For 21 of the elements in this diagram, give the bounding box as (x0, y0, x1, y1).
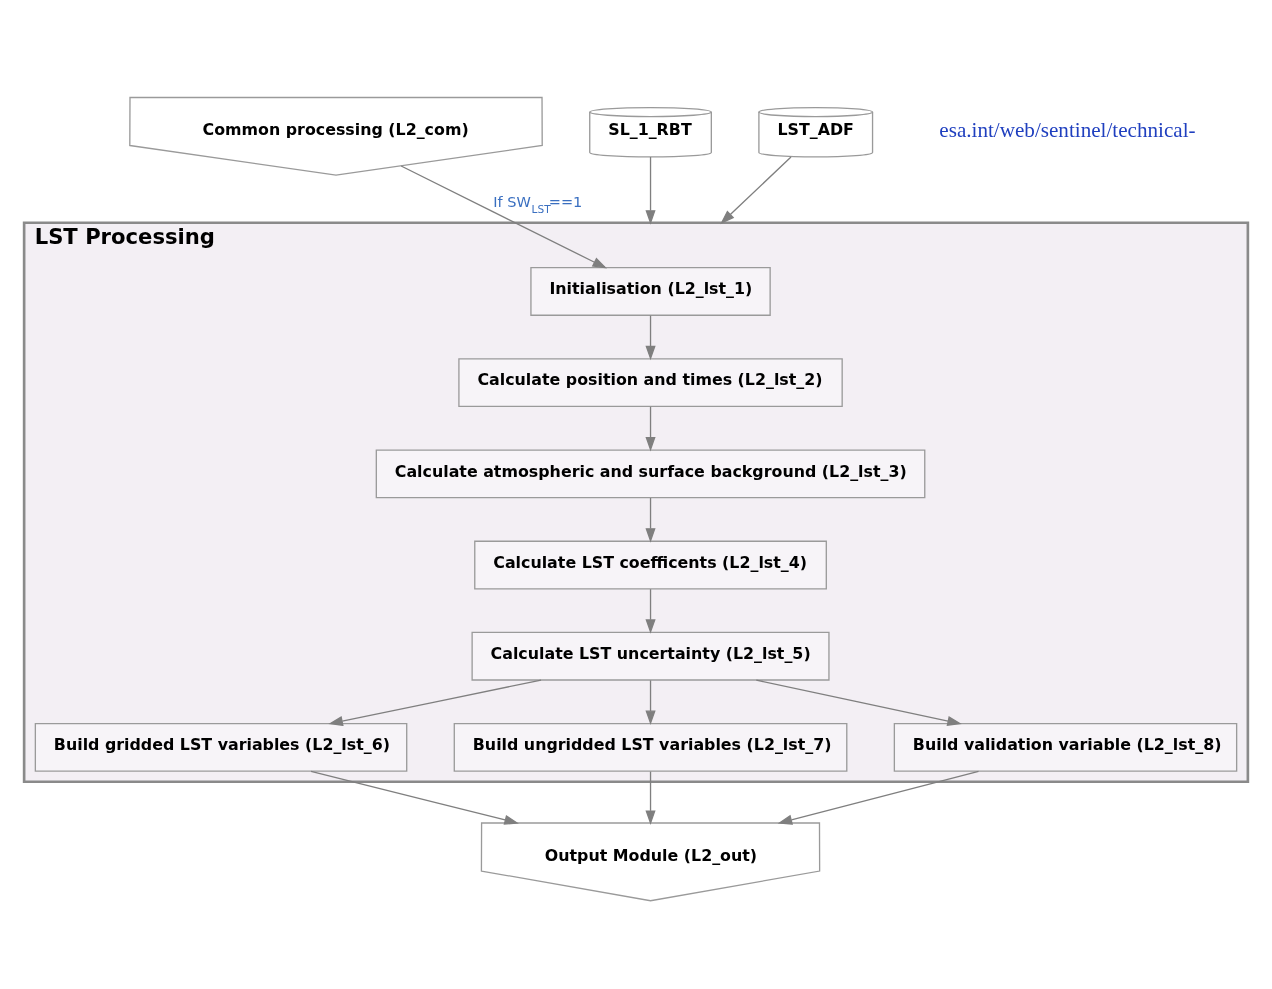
arrow (645, 770, 656, 825)
arrow (755, 678, 962, 726)
node-box: Build ungridded LST variables (L2_lst_7) (453, 722, 848, 772)
node-box: Initialisation (L2_lst_1) (530, 266, 771, 316)
arrow (720, 155, 792, 224)
arrow (645, 155, 656, 225)
arrow (645, 496, 656, 543)
node-box: Calculate position and times (L2_lst_2) (458, 357, 843, 407)
arrow (400, 164, 608, 268)
node-box: Calculate LST uncertainty (L2_lst_5) (471, 631, 830, 681)
node-box: Calculate LST coefficents (L2_lst_4) (474, 540, 827, 589)
label: esa.int/web/sentinel/technical- (939, 117, 1196, 142)
arrow (645, 588, 656, 634)
arrow (645, 405, 656, 451)
node-box: Build gridded LST variables (L2_lst_6) (34, 722, 408, 772)
edge-label: If SW$_{LST}$==1 (493, 193, 583, 215)
node-box: Calculate atmospheric and surface background (L2_lst_3) (375, 448, 926, 498)
arrow (645, 679, 656, 725)
arrow (645, 314, 656, 360)
node-box: Build validation variable (L2_lst_8) (893, 722, 1238, 772)
arrow (328, 678, 542, 726)
